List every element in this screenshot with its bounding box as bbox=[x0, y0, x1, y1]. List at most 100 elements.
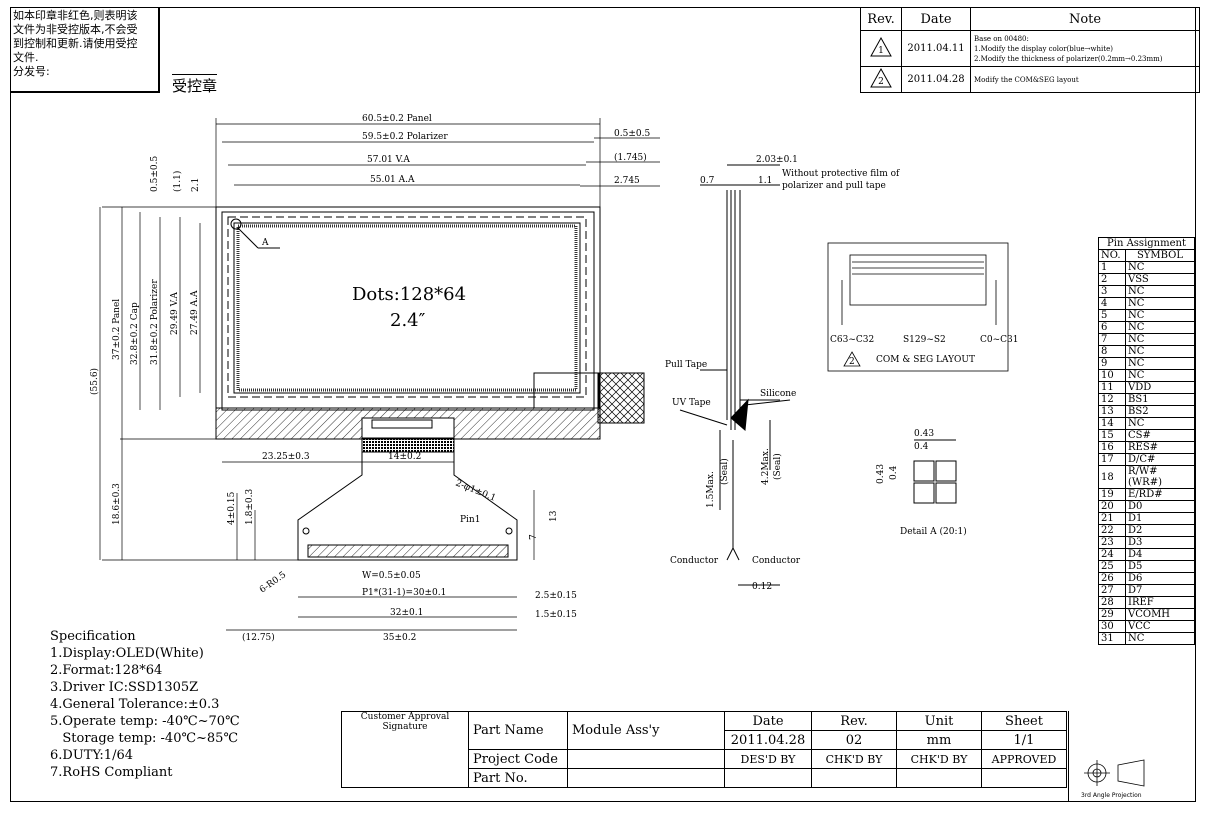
pin-symbol: CS# bbox=[1125, 429, 1195, 442]
dim-label: 55.01 A.A bbox=[370, 175, 415, 185]
designed-by: DES'D BY bbox=[724, 749, 812, 769]
stamp-line: 文件为非受控版本,不会受 bbox=[13, 23, 138, 36]
pin-number: 2 bbox=[1098, 273, 1126, 286]
pin-symbol: BS2 bbox=[1125, 405, 1195, 418]
pin-symbol: NC bbox=[1125, 333, 1195, 346]
pin-number: 3 bbox=[1098, 285, 1126, 298]
pin-symbol: D2 bbox=[1125, 524, 1195, 537]
side-label: Silicone bbox=[760, 389, 796, 399]
spec-line: 7.RoHS Compliant bbox=[50, 765, 173, 780]
specification: Specification 1.Display:OLED(White) 2.Fo… bbox=[50, 628, 240, 781]
revision-table: Rev. Date Note 1 2011.04.11 Base on 0048… bbox=[860, 7, 1200, 93]
pin-number: 6 bbox=[1098, 321, 1126, 334]
pin-symbol: R/W# (WR#) bbox=[1125, 465, 1195, 489]
detail-a-marker bbox=[230, 218, 242, 230]
com-seg-layout bbox=[827, 242, 1009, 372]
dim-label: (1.745) bbox=[614, 152, 647, 163]
stamp-line: 文件. bbox=[13, 51, 39, 64]
dim-label: 2.1 bbox=[191, 178, 201, 192]
dim-label: W=0.5±0.05 bbox=[362, 571, 421, 581]
dim-label: 32±0.1 bbox=[390, 608, 423, 618]
dim-label: 0.5±0.5 bbox=[614, 129, 650, 139]
front-view bbox=[215, 206, 645, 561]
pin-number: 29 bbox=[1098, 608, 1126, 621]
side-view bbox=[679, 164, 791, 586]
aa-outline bbox=[233, 222, 581, 394]
side-label: 1.5Max. bbox=[706, 471, 716, 508]
va-outline bbox=[227, 216, 587, 398]
dots-label: Dots:128*64 bbox=[352, 284, 466, 305]
pin-number: 4 bbox=[1098, 297, 1126, 310]
date-cell: 2011.04.11 bbox=[901, 30, 971, 67]
pin-number: 24 bbox=[1098, 548, 1126, 561]
pin-number: 11 bbox=[1098, 381, 1126, 394]
pin-number: 15 bbox=[1098, 429, 1126, 442]
side-label: (Seal) bbox=[772, 453, 783, 480]
rev-label: Rev. bbox=[811, 711, 897, 731]
pin-number: 23 bbox=[1098, 536, 1126, 549]
revision-triangle-icon: 2 bbox=[870, 67, 892, 88]
pin-symbol: NC bbox=[1125, 417, 1195, 430]
spec-line: 5.Operate temp: -40℃~70℃ bbox=[50, 714, 240, 729]
detail-label: 0.43 bbox=[914, 429, 934, 439]
com-label: COM & SEG LAYOUT bbox=[876, 355, 975, 365]
project-code-value bbox=[567, 749, 725, 769]
pin-symbol: E/RD# bbox=[1125, 488, 1195, 501]
pin-symbol: VDD bbox=[1125, 381, 1195, 394]
approved-by: APPROVED bbox=[981, 749, 1067, 769]
pin-symbol: NC bbox=[1125, 261, 1195, 274]
pin-number: 20 bbox=[1098, 500, 1126, 513]
spec-line: 3.Driver IC:SSD1305Z bbox=[50, 680, 199, 695]
pin-symbol: NC bbox=[1125, 297, 1195, 310]
projection-symbol-icon bbox=[1084, 759, 1145, 787]
unit-label: Unit bbox=[896, 711, 982, 731]
detail-a-view bbox=[913, 439, 957, 504]
stamp-line: 到控制和更新.请使用受控 bbox=[13, 37, 138, 50]
note-line: 1.Modify the display color(blue→white) bbox=[974, 44, 1113, 53]
pin-number: 26 bbox=[1098, 572, 1126, 585]
pin-number: 13 bbox=[1098, 405, 1126, 418]
detail-label: 0.4 bbox=[914, 442, 929, 452]
pin-symbol: VCOMH bbox=[1125, 608, 1195, 621]
side-label: Conductor bbox=[752, 556, 801, 566]
note-line: Base on 00480: bbox=[974, 34, 1029, 43]
customer-approval: Customer Approval Signature bbox=[341, 711, 469, 788]
sheet-value: 1/1 bbox=[981, 730, 1067, 750]
dimension-labels: 60.5±0.2 Panel 59.5±0.2 Polarizer 57.01 … bbox=[89, 114, 1019, 643]
svg-text:1: 1 bbox=[878, 46, 884, 56]
pin-number: 14 bbox=[1098, 417, 1126, 430]
pin-number: 10 bbox=[1098, 369, 1126, 382]
dim-label: 18.6±0.3 bbox=[112, 483, 122, 525]
pin-symbol: VCC bbox=[1125, 620, 1195, 633]
dim-label: 29.49 V.A bbox=[170, 292, 180, 335]
com-label: C0~C31 bbox=[980, 335, 1019, 345]
checked-by: CHK'D BY bbox=[811, 749, 897, 769]
pin-symbol: D/C# bbox=[1125, 453, 1195, 466]
dim-label: 60.5±0.2 Panel bbox=[362, 114, 432, 124]
part-no-value bbox=[567, 768, 725, 788]
pin-symbol: IREF bbox=[1125, 596, 1195, 609]
note-header: Note bbox=[970, 7, 1200, 31]
alignment-hole bbox=[505, 527, 513, 535]
stamp-line: 分发号: bbox=[13, 65, 50, 78]
sheet-label: Sheet bbox=[981, 711, 1067, 731]
dim-label: 13 bbox=[549, 510, 559, 522]
unit-value: mm bbox=[896, 730, 982, 750]
com-label: 2 bbox=[849, 357, 855, 367]
projection-label: 3rd Angle Projection bbox=[1081, 792, 1142, 799]
